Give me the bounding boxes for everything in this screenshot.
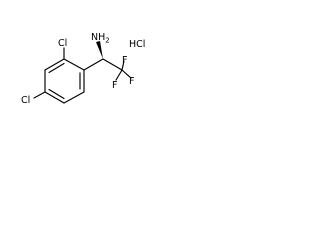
ring-bond-c2-c3 bbox=[63, 58, 85, 71]
bond-cf3-f-top bbox=[121, 60, 125, 71]
bond-c5-cl bbox=[33, 91, 46, 99]
hcl-salt-label: HCl bbox=[129, 39, 145, 50]
stereo-wedge-bond bbox=[96, 41, 103, 59]
bond-chiral-carbon-cf3 bbox=[102, 58, 123, 71]
ring-bond-c3-c4 bbox=[44, 58, 65, 71]
bond-cf3-f-left bbox=[115, 69, 123, 81]
fluorine-right-label: F bbox=[129, 76, 134, 87]
chlorine-ortho-label: Cl bbox=[58, 38, 67, 49]
bond-c1-chiral-carbon bbox=[83, 58, 104, 71]
amine-subscript: 2 bbox=[105, 37, 109, 45]
bond-cf3-f-right bbox=[121, 69, 132, 79]
amine-main-text: NH bbox=[91, 32, 105, 43]
amine-label: NH2 bbox=[91, 32, 110, 45]
chemical-structure: Cl Cl NH2 F F F HCl bbox=[21, 32, 145, 106]
ring-bond-c5-c6 bbox=[44, 91, 65, 104]
ring-double-bond-c5-c6 bbox=[48, 88, 65, 100]
fluorine-top-label: F bbox=[122, 55, 127, 66]
chlorine-para-label: Cl bbox=[21, 95, 30, 106]
ring-double-bond-c3-c4 bbox=[48, 62, 65, 74]
fluorine-left-label: F bbox=[112, 80, 117, 91]
ring-bond-c6-c1 bbox=[63, 91, 85, 104]
benzene-ring bbox=[44, 58, 85, 104]
